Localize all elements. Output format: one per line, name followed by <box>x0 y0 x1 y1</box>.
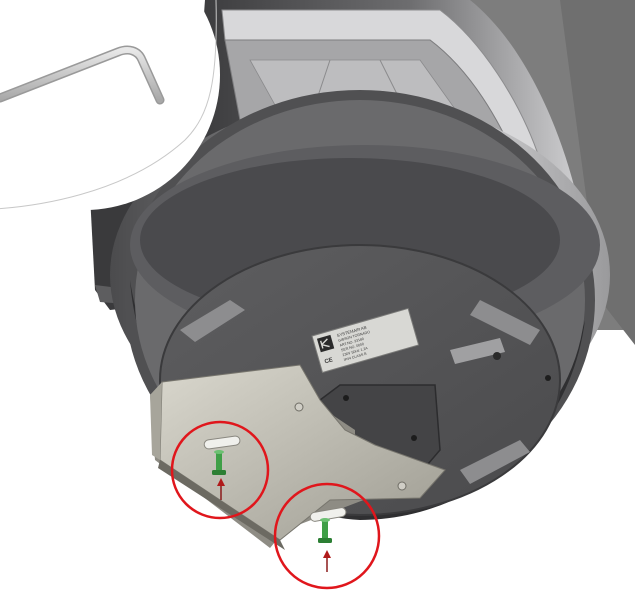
highlight-circle-left <box>170 420 270 520</box>
nameplate-line: 230V 50Hz 1.2A <box>342 346 369 357</box>
right-mounting-screw-icon <box>318 518 332 572</box>
nameplate-line: SER.NO. 0000 <box>341 342 365 352</box>
slot-left <box>203 435 241 450</box>
mounting-bracket <box>150 364 446 550</box>
nameplate: SYSTEMAIR AB GIBSON TORNADO ART.NO. 3318… <box>311 307 420 374</box>
highlight-circle-right <box>273 482 381 590</box>
nameplate-line: ART.NO. 33180 <box>339 337 364 348</box>
allen-key-icon <box>0 45 165 105</box>
nameplate-line: IP44 CLASS B <box>343 352 367 363</box>
allen-key-inset <box>0 0 220 210</box>
left-mounting-screw-icon <box>212 450 226 500</box>
kt-logo-icon <box>316 334 335 353</box>
ce-mark: CE <box>324 357 334 365</box>
